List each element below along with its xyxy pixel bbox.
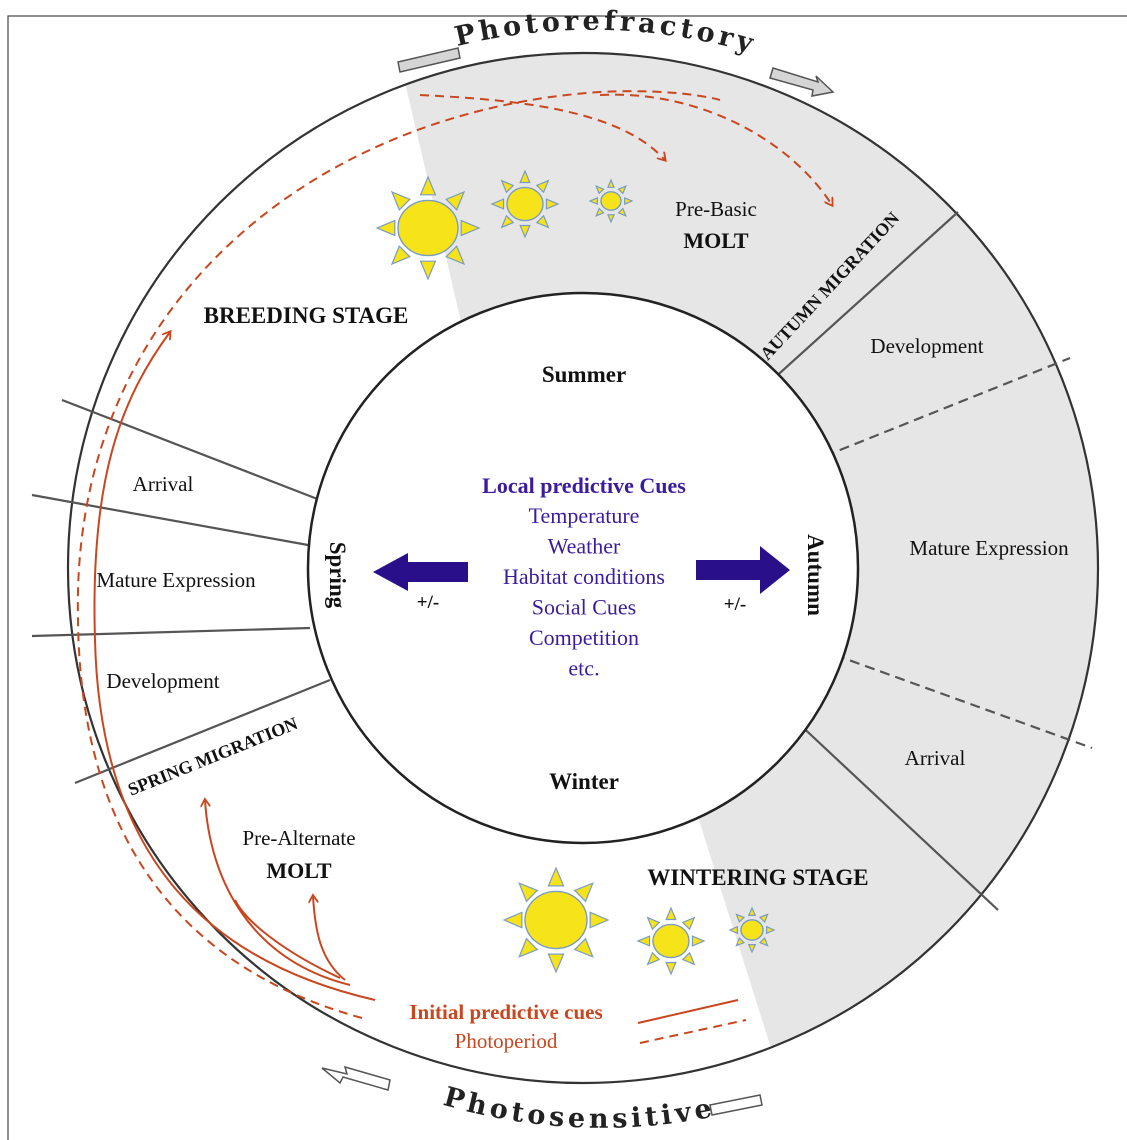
inner-circle xyxy=(306,291,860,845)
left-development-label: Development xyxy=(106,669,219,693)
right-arrival-label: Arrival xyxy=(905,746,966,770)
local-cue-item: Weather xyxy=(548,534,621,559)
local-cue-item: etc. xyxy=(568,656,599,681)
prebasic-molt-label: MOLT xyxy=(683,228,749,253)
prebasic-label: Pre-Basic xyxy=(675,197,757,221)
local-cue-item: Habitat conditions xyxy=(503,564,665,589)
left-mature-label: Mature Expression xyxy=(96,568,256,592)
sun-large-icon xyxy=(375,175,481,281)
photoperiod-label: Photoperiod xyxy=(455,1029,558,1053)
prealternate-molt-label: MOLT xyxy=(266,858,332,883)
sun-medium-icon xyxy=(490,169,560,239)
season-autumn: Autumn xyxy=(803,534,828,616)
outer-ring xyxy=(66,51,1100,1085)
photosensitive-label: Photosensitive xyxy=(440,1081,718,1134)
local-cue-item: Social Cues xyxy=(532,595,637,620)
photosensitive-arrow: Photosensitive xyxy=(321,1065,763,1135)
figure-frame xyxy=(7,15,1127,1140)
left-arrival-label: Arrival xyxy=(133,472,194,496)
right-sector-dividers xyxy=(749,211,1093,911)
wintering-stage-label: WINTERING STAGE xyxy=(647,865,868,890)
sun-medium-icon xyxy=(636,906,706,976)
left-sign: +/- xyxy=(417,592,439,613)
local-cues-heading: Local predictive Cues xyxy=(482,473,686,498)
photorefractory-label: Photorefractory xyxy=(452,6,760,61)
right-mature-label: Mature Expression xyxy=(909,536,1069,560)
summer-suns xyxy=(375,169,634,281)
sun-small-icon xyxy=(588,178,634,224)
initial-cues-label: Initial predictive cues xyxy=(409,1000,602,1024)
autumn-arrow xyxy=(696,546,790,594)
sun-small-icon xyxy=(728,906,776,954)
sun-large-icon xyxy=(502,866,610,974)
spring-arrow xyxy=(373,553,468,591)
season-summer: Summer xyxy=(542,362,626,387)
right-sign: +/- xyxy=(724,594,746,615)
right-development-label: Development xyxy=(870,334,983,358)
season-spring: Spring xyxy=(325,542,350,609)
season-winter: Winter xyxy=(549,769,619,794)
cue-paths xyxy=(76,90,832,1044)
breeding-stage-label: BREEDING STAGE xyxy=(204,303,409,328)
local-cue-item: Temperature xyxy=(529,503,640,528)
prealternate-label: Pre-Alternate xyxy=(242,826,355,850)
winter-suns xyxy=(502,866,776,976)
local-cue-item: Competition xyxy=(529,625,639,650)
